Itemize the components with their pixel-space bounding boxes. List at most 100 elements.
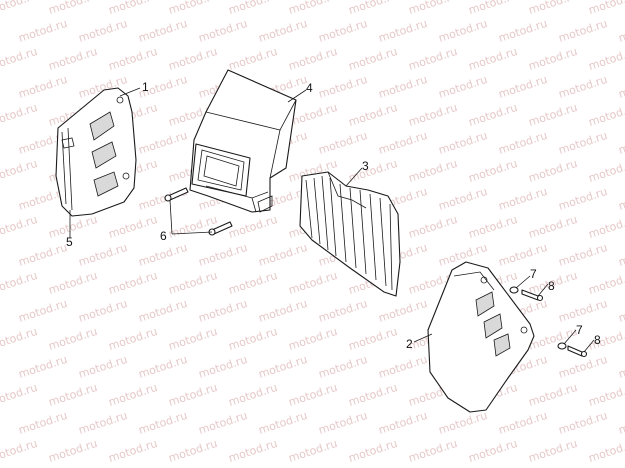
watermark-text: motod.ru <box>287 325 339 353</box>
watermark-text: motod.ru <box>197 353 249 381</box>
watermark-text: motod.ru <box>467 0 519 17</box>
watermark-text: motod.ru <box>527 381 579 409</box>
watermark-text: motod.ru <box>137 17 189 45</box>
watermark-text: motod.ru <box>527 101 579 129</box>
watermark-text: motod.ru <box>347 157 399 185</box>
watermark-text: motod.ru <box>527 45 579 73</box>
watermark-text: motod.ru <box>497 17 549 45</box>
watermark-text: motod.ru <box>347 0 399 17</box>
watermark-text: motod.ru <box>197 297 249 325</box>
watermark-text: motod.ru <box>197 241 249 269</box>
watermark-text: motod.ru <box>137 297 189 325</box>
watermark-text: motod.ru <box>617 73 625 101</box>
watermark-text: motod.ru <box>617 241 625 269</box>
watermark-text: motod.ru <box>0 381 39 409</box>
watermark-text: motod.ru <box>497 241 549 269</box>
callout-1: 1 <box>142 80 149 94</box>
watermark-text: motod.ru <box>377 409 429 437</box>
watermark-text: motod.ru <box>557 17 609 45</box>
watermark-text: motod.ru <box>47 213 99 241</box>
watermark-text: motod.ru <box>257 17 309 45</box>
watermark-text: motod.ru <box>227 381 279 409</box>
watermark-text: motod.ru <box>257 353 309 381</box>
callout-labels: 1 2 3 4 5 6 7 7 8 8 <box>66 80 601 351</box>
watermark-text: motod.ru <box>167 381 219 409</box>
watermark-text: motod.ru <box>377 17 429 45</box>
watermark-text: motod.ru <box>377 353 429 381</box>
watermark-text: motod.ru <box>557 241 609 269</box>
watermark-text: motod.ru <box>587 437 625 465</box>
watermark-text: motod.ru <box>0 101 39 129</box>
watermark-text: motod.ru <box>0 157 39 185</box>
watermark-text: motod.ru <box>587 213 625 241</box>
watermark-text: motod.ru <box>17 297 69 325</box>
watermark-text: motod.ru <box>137 409 189 437</box>
watermark-text: motod.ru <box>287 437 339 465</box>
watermark-text: motod.ru <box>227 0 279 17</box>
watermark-text: motod.ru <box>467 157 519 185</box>
watermark-text: motod.ru <box>617 409 625 437</box>
callout-7b: 7 <box>576 323 583 337</box>
part-4-headlight-mask <box>189 69 297 213</box>
watermark-text: motod.ru <box>47 45 99 73</box>
watermark-text: motod.ru <box>377 297 429 325</box>
watermark-text: motod.ru <box>107 45 159 73</box>
watermark-text: motod.ru <box>287 45 339 73</box>
watermark-text: motod.ru <box>227 269 279 297</box>
part-1-left-side-cover <box>55 87 137 217</box>
watermark-text: motod.ru <box>167 213 219 241</box>
watermark-text: motod.ru <box>77 353 129 381</box>
watermark-text: motod.ru <box>407 213 459 241</box>
watermark-text: motod.ru <box>107 0 159 17</box>
hardware-7-8 <box>509 286 588 358</box>
watermark-text: motod.ru <box>467 437 519 465</box>
watermark-text: motod.ru <box>0 269 39 297</box>
watermark-text: motod.ru <box>557 409 609 437</box>
watermark-text: motod.ru <box>77 297 129 325</box>
watermark-text: motod.ru <box>407 101 459 129</box>
watermark-text: motod.ru <box>137 353 189 381</box>
watermark-text: motod.ru <box>317 73 369 101</box>
watermark-text: motod.ru <box>347 101 399 129</box>
watermark-text: motod.ru <box>287 0 339 17</box>
watermark-text: motod.ru <box>47 325 99 353</box>
watermark-text: motod.ru <box>377 73 429 101</box>
watermark-text: motod.ru <box>47 381 99 409</box>
callout-8b: 8 <box>594 333 601 347</box>
watermark-text: motod.ru <box>437 73 489 101</box>
watermark-text: motod.ru <box>17 17 69 45</box>
watermark-text: motod.ru <box>77 241 129 269</box>
watermark-text: motod.ru <box>527 157 579 185</box>
watermark-text: motod.ru <box>317 297 369 325</box>
watermark-text: motod.ru <box>137 185 189 213</box>
callout-8a: 8 <box>548 279 555 293</box>
watermark-text: motod.ru <box>0 325 39 353</box>
watermark-text: motod.ru <box>197 409 249 437</box>
watermark-text: motod.ru <box>107 213 159 241</box>
watermark-text: motod.ru <box>527 213 579 241</box>
watermark-text: motod.ru <box>17 73 69 101</box>
watermark-text: motod.ru <box>437 409 489 437</box>
watermark-text: motod.ru <box>77 409 129 437</box>
watermark-text: motod.ru <box>17 409 69 437</box>
watermark-text: motod.ru <box>527 437 579 465</box>
watermark-text: motod.ru <box>527 0 579 17</box>
watermark-text: motod.ru <box>287 381 339 409</box>
watermark-text: motod.ru <box>317 17 369 45</box>
watermark-text: motod.ru <box>47 437 99 465</box>
watermark-text: motod.ru <box>257 409 309 437</box>
watermark-text: motod.ru <box>107 381 159 409</box>
watermark-text: motod.ru <box>407 45 459 73</box>
watermark-text: motod.ru <box>317 353 369 381</box>
watermark-text: motod.ru <box>317 409 369 437</box>
watermark-text: motod.ru <box>617 185 625 213</box>
watermark-text: motod.ru <box>257 297 309 325</box>
watermark-text: motod.ru <box>77 17 129 45</box>
watermark-text: motod.ru <box>557 353 609 381</box>
watermark-text: motod.ru <box>587 269 625 297</box>
watermark-text: motod.ru <box>617 297 625 325</box>
watermark-text: motod.ru <box>347 45 399 73</box>
watermark-text: motod.ru <box>587 101 625 129</box>
watermark-text: motod.ru <box>257 241 309 269</box>
